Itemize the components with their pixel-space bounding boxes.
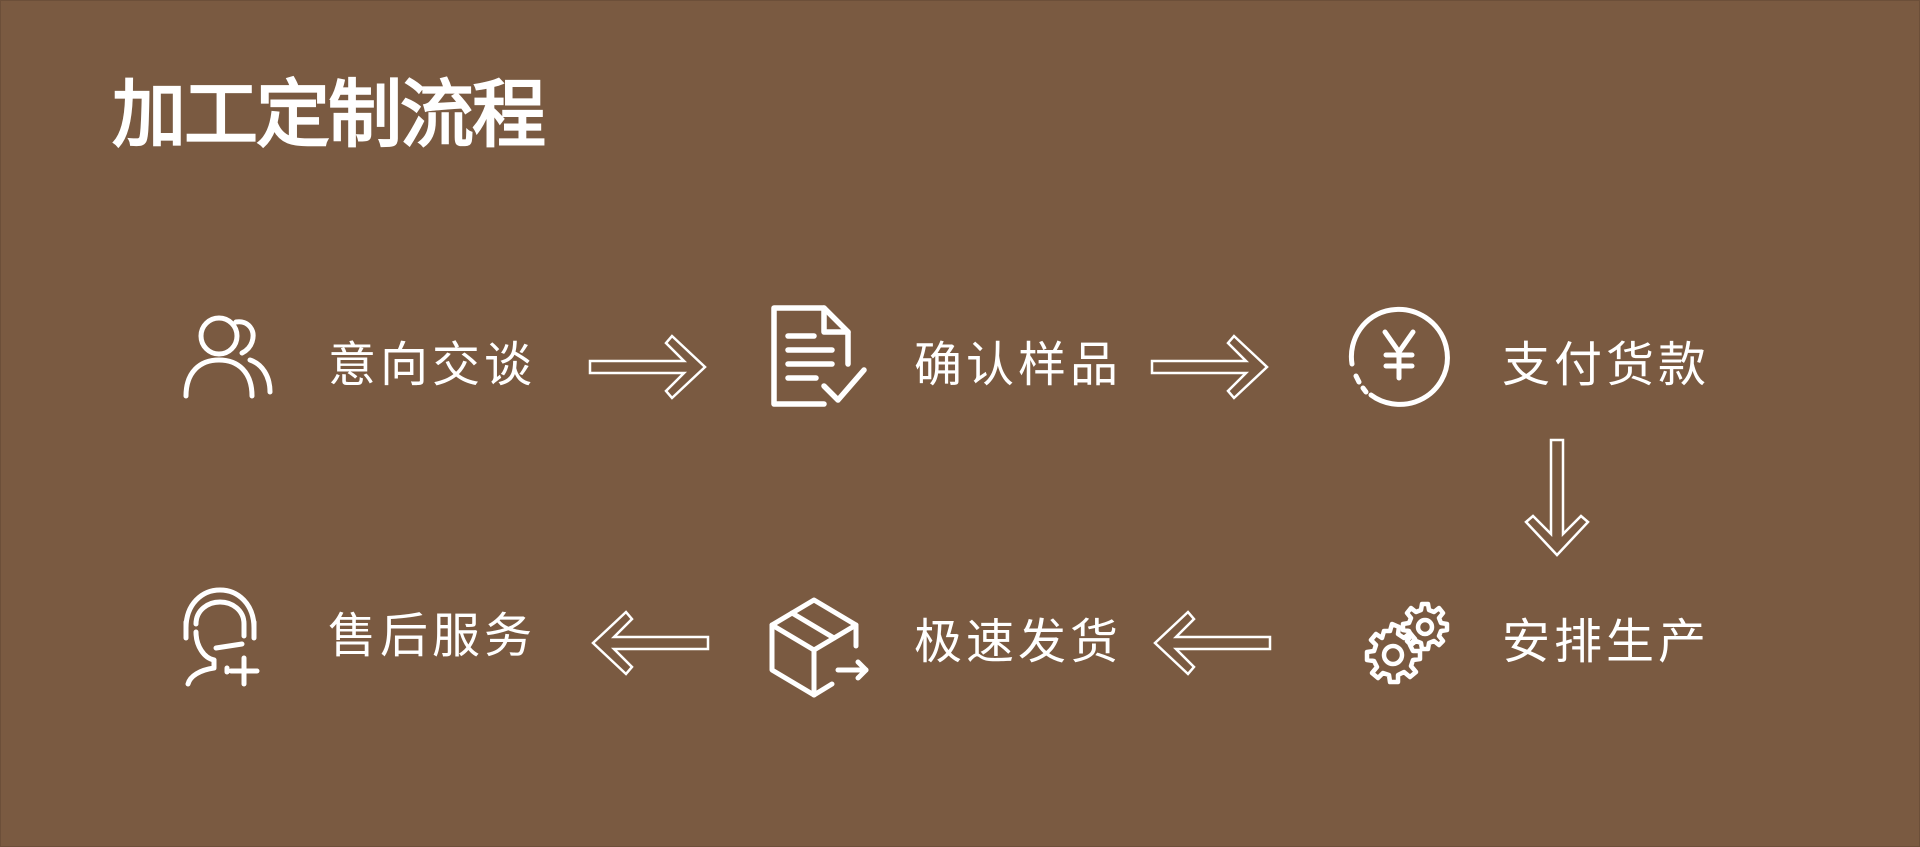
flow-arrow-left [588, 606, 710, 680]
gears-icon [1344, 590, 1454, 700]
step-label: 支付货款 [1502, 337, 1711, 393]
flow-arrow-left [1150, 606, 1272, 680]
step-label: 安排生产 [1502, 614, 1711, 670]
headset-support-icon [172, 584, 282, 694]
shipping-box-icon [762, 588, 872, 698]
step-label: 极速发货 [914, 614, 1123, 670]
step-label: 售后服务 [328, 608, 537, 664]
yuan-coin-icon [1344, 300, 1454, 410]
flow-arrow-right [588, 330, 710, 404]
flow-arrow-down [1520, 438, 1594, 560]
step-label: 意向交谈 [328, 337, 537, 393]
flow-arrow-right [1150, 330, 1272, 404]
step-label: 确认样品 [914, 337, 1123, 393]
document-check-icon [762, 302, 872, 412]
users-icon [172, 306, 282, 416]
page-title: 加工定制流程 [112, 72, 546, 158]
